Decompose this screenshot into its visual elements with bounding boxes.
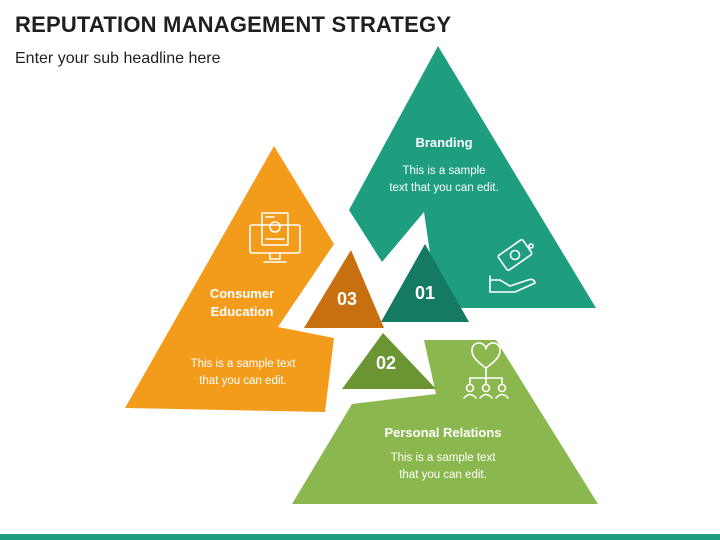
personal-relations-text-line-2: that you can edit. bbox=[399, 469, 487, 481]
number-02-triangle bbox=[342, 333, 436, 389]
branding-text-line-1: This is a sample bbox=[402, 165, 485, 177]
consumer-education-text-line-1: This is a sample text bbox=[191, 358, 297, 370]
number-02-label: 02 bbox=[376, 353, 396, 373]
consumer-education-heading-line-2: Education bbox=[211, 304, 274, 319]
branding-heading: Branding bbox=[415, 135, 472, 150]
number-01-triangle bbox=[381, 244, 469, 322]
number-01-label: 01 bbox=[415, 283, 435, 303]
number-03-label: 03 bbox=[337, 289, 357, 309]
money-hand-icon bbox=[489, 239, 536, 293]
heart-network-icon bbox=[463, 342, 509, 399]
number-03-triangle bbox=[304, 250, 384, 328]
page-subtitle: Enter your sub headline here bbox=[15, 50, 221, 67]
monitor-certificate-icon bbox=[249, 212, 301, 263]
bottom-accent-bar bbox=[0, 534, 720, 540]
page-title: REPUTATION MANAGEMENT STRATEGY bbox=[15, 12, 452, 37]
personal-relations-text-line-1: This is a sample text bbox=[391, 452, 497, 464]
consumer-education-segment bbox=[125, 146, 334, 412]
consumer-education-text-line-2: that you can edit. bbox=[199, 375, 287, 387]
personal-relations-segment bbox=[292, 340, 598, 504]
consumer-education-heading-line-1: Consumer bbox=[210, 286, 274, 301]
personal-relations-heading: Personal Relations bbox=[384, 425, 501, 440]
branding-segment bbox=[349, 46, 596, 308]
branding-text-line-2: text that you can edit. bbox=[389, 182, 498, 194]
